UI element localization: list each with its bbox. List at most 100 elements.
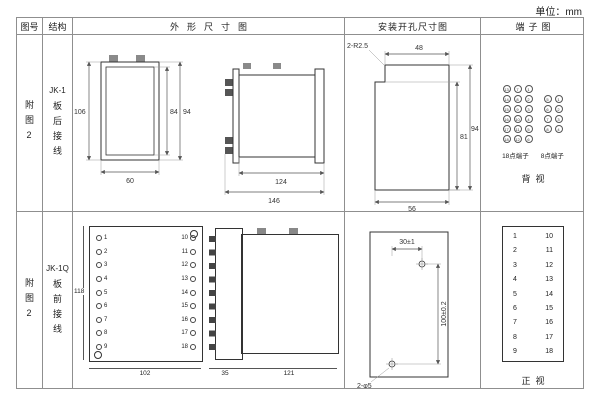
front-view bbox=[100, 55, 160, 161]
terminal-point: 7 bbox=[543, 115, 552, 123]
dim-front-width: 102 bbox=[89, 368, 201, 378]
terminal-number: 11 bbox=[545, 247, 553, 255]
pin: 18 bbox=[181, 344, 196, 350]
dim-text-front-width: 102 bbox=[139, 370, 151, 377]
row2-fig-label: 附图2 bbox=[24, 278, 34, 324]
terminal-point: 4 bbox=[554, 125, 563, 133]
header-outline-text: 外形尺寸图 bbox=[169, 21, 255, 32]
terminal-number: 8 bbox=[513, 333, 517, 341]
dim-text-hole-horizontal: 30±1 bbox=[399, 239, 415, 246]
row1-view-label: 背视 bbox=[521, 174, 550, 184]
side-body bbox=[241, 234, 339, 354]
pin: 11 bbox=[182, 249, 196, 255]
dim-body-depth: 121 bbox=[241, 368, 337, 378]
pin: 6 bbox=[96, 303, 107, 309]
terminal-point: 4 bbox=[524, 115, 533, 123]
pin: 4 bbox=[96, 276, 107, 282]
dim-text-body-depth: 121 bbox=[283, 370, 295, 377]
header-terminal: 端子图 bbox=[481, 18, 583, 35]
terminal-number: 14 bbox=[545, 290, 553, 298]
terminal-number: 13 bbox=[545, 276, 553, 284]
dim-text-front-width: 60 bbox=[126, 178, 134, 185]
spec-table: 图号 结构 外形尺寸图 安装开孔尺寸图 端子图 附图2 JK-1 板后接线 bbox=[16, 17, 584, 389]
dim-text-front-height: 118 bbox=[73, 288, 86, 295]
header-install-text: 安装开孔尺寸图 bbox=[377, 21, 448, 32]
terminal-point: 10 bbox=[513, 115, 522, 123]
dim-text-terminal-depth: 35 bbox=[221, 370, 229, 377]
dim-body-height: 84 bbox=[154, 66, 178, 156]
terminal-number: 16 bbox=[545, 319, 553, 327]
cutout-outline bbox=[374, 64, 450, 191]
terminal-point: 7 bbox=[513, 85, 522, 93]
dim-text-front-height: 106 bbox=[74, 109, 86, 116]
terminal-number: 1 bbox=[513, 233, 517, 240]
terminal-studs bbox=[209, 236, 216, 351]
terminal-point: 3 bbox=[554, 115, 563, 123]
pin: 8 bbox=[96, 330, 107, 336]
note-text-hole-size: 2-φ5 bbox=[357, 383, 372, 389]
terminal-point: 18 bbox=[502, 135, 511, 143]
dim-text-inner-height: 81 bbox=[460, 134, 468, 141]
terminal-number: 9 bbox=[513, 348, 517, 355]
terminal-number: 3 bbox=[513, 261, 517, 269]
note-text-corner-radius: 2-R2.5 bbox=[347, 43, 368, 50]
dim-text-body-depth: 124 bbox=[275, 179, 287, 186]
pin: 15 bbox=[181, 303, 196, 309]
dim-body-depth: 124 bbox=[238, 157, 325, 186]
hole-size-note: 2-φ5 bbox=[357, 367, 390, 389]
row1-structure-cell: JK-1 板后接线 bbox=[43, 35, 73, 212]
terminal-point: 14 bbox=[502, 95, 511, 103]
terminal-point: 17 bbox=[502, 125, 511, 133]
pin: 16 bbox=[181, 317, 196, 323]
terminal-point: 6 bbox=[543, 105, 552, 113]
terminal-point: 15 bbox=[502, 105, 511, 113]
pin: 17 bbox=[181, 330, 196, 336]
row1-outline-drawing: 106 60 84 94 bbox=[73, 35, 345, 212]
dim-hole-horizontal: 30±1 bbox=[391, 239, 423, 260]
terminal-point: 1 bbox=[554, 95, 563, 103]
terminal-number: 4 bbox=[513, 276, 517, 284]
mounting-hole-icon bbox=[94, 351, 102, 359]
row2-install-svg: 30±1 100±0.2 2-φ5 bbox=[357, 231, 449, 389]
terminal-point: 12 bbox=[513, 135, 522, 143]
terminal-point: 13 bbox=[502, 85, 511, 93]
terminal-number: 2 bbox=[513, 247, 517, 255]
terminal-number: 5 bbox=[513, 290, 517, 298]
dim-text-total-depth: 146 bbox=[268, 198, 280, 205]
dim-top-width: 48 bbox=[384, 45, 450, 65]
row1-install-drawing: 2-R2.5 48 81 bbox=[345, 35, 481, 212]
row2-view-label: 正视 bbox=[521, 376, 550, 386]
terminal-8-label: 8点端子 bbox=[540, 153, 564, 160]
row1-outline-svg: 106 60 84 94 bbox=[74, 55, 325, 205]
dim-hole-vertical: 100±0.2 bbox=[395, 263, 448, 365]
terminal-block-labels: 18点端子 8点端子 bbox=[502, 150, 564, 160]
terminal-number: 17 bbox=[545, 333, 553, 341]
terminal-point: 6 bbox=[524, 135, 533, 143]
panel-outline bbox=[369, 231, 449, 378]
row1-install-svg: 2-R2.5 48 81 bbox=[347, 43, 479, 211]
header-terminal-text: 端子图 bbox=[515, 21, 555, 32]
terminal-number: 18 bbox=[545, 348, 553, 355]
dim-inner-height: 81 bbox=[385, 81, 468, 191]
side-terminal-strip bbox=[215, 228, 243, 360]
terminal-number: 10 bbox=[545, 233, 553, 240]
header-outline: 外形尺寸图 bbox=[73, 18, 345, 35]
row1-fig-label: 附图2 bbox=[24, 100, 34, 146]
dim-front-height: 106 bbox=[74, 61, 101, 161]
pin: 9 bbox=[96, 344, 107, 350]
pin: 3 bbox=[96, 262, 107, 268]
row1-fig-cell: 附图2 bbox=[17, 35, 43, 212]
terminal-number: 6 bbox=[513, 304, 517, 312]
row2-wiring-label: 板前接线 bbox=[52, 278, 62, 339]
dim-total-depth: 146 bbox=[224, 154, 325, 205]
pin: 5 bbox=[96, 290, 107, 296]
terminal-point: 8 bbox=[513, 95, 522, 103]
pin: 13 bbox=[181, 276, 196, 282]
